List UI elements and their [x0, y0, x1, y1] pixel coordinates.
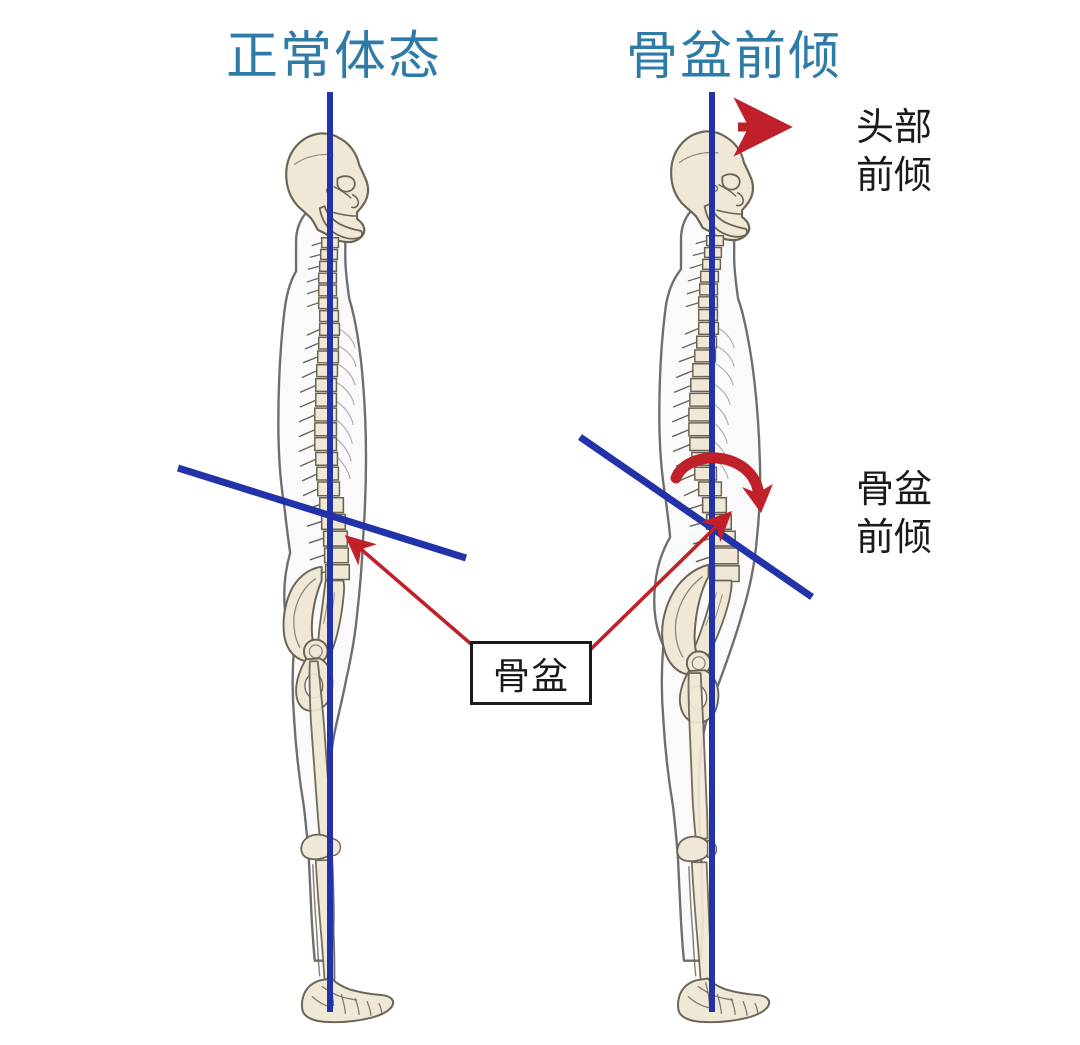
pelvis-callout-label: 骨盆 [493, 655, 569, 698]
annotation-head-forward-line1: 头部 [856, 105, 933, 149]
pelvis-rotation-arrow [670, 452, 773, 513]
pelvis-callout-box: 骨盆 [470, 641, 592, 705]
skeleton-normal-posture [277, 132, 395, 1024]
annotation-pelvic-tilt-line1: 骨盆 [856, 467, 933, 511]
annotation-pelvic-tilt-line2: 前倾 [856, 514, 933, 559]
figure-normal-posture [176, 92, 468, 1024]
annotation-pelvic-tilt: 骨盆 前倾 [856, 466, 932, 562]
pelvic-reference-line-tilt [578, 434, 814, 600]
title-normal-posture: 正常体态 [226, 27, 443, 87]
pelvis-pointer-arrow-right [588, 510, 733, 652]
annotation-head-forward: 头部 前倾 [856, 104, 932, 200]
title-anterior-pelvic-tilt: 骨盆前倾 [626, 27, 843, 87]
annotation-head-forward-line2: 前倾 [856, 152, 933, 197]
pelvis-pointer-arrow-left [344, 535, 480, 652]
figure-anterior-pelvic-tilt [578, 92, 814, 1024]
pelvic-reference-line-normal [176, 464, 468, 562]
